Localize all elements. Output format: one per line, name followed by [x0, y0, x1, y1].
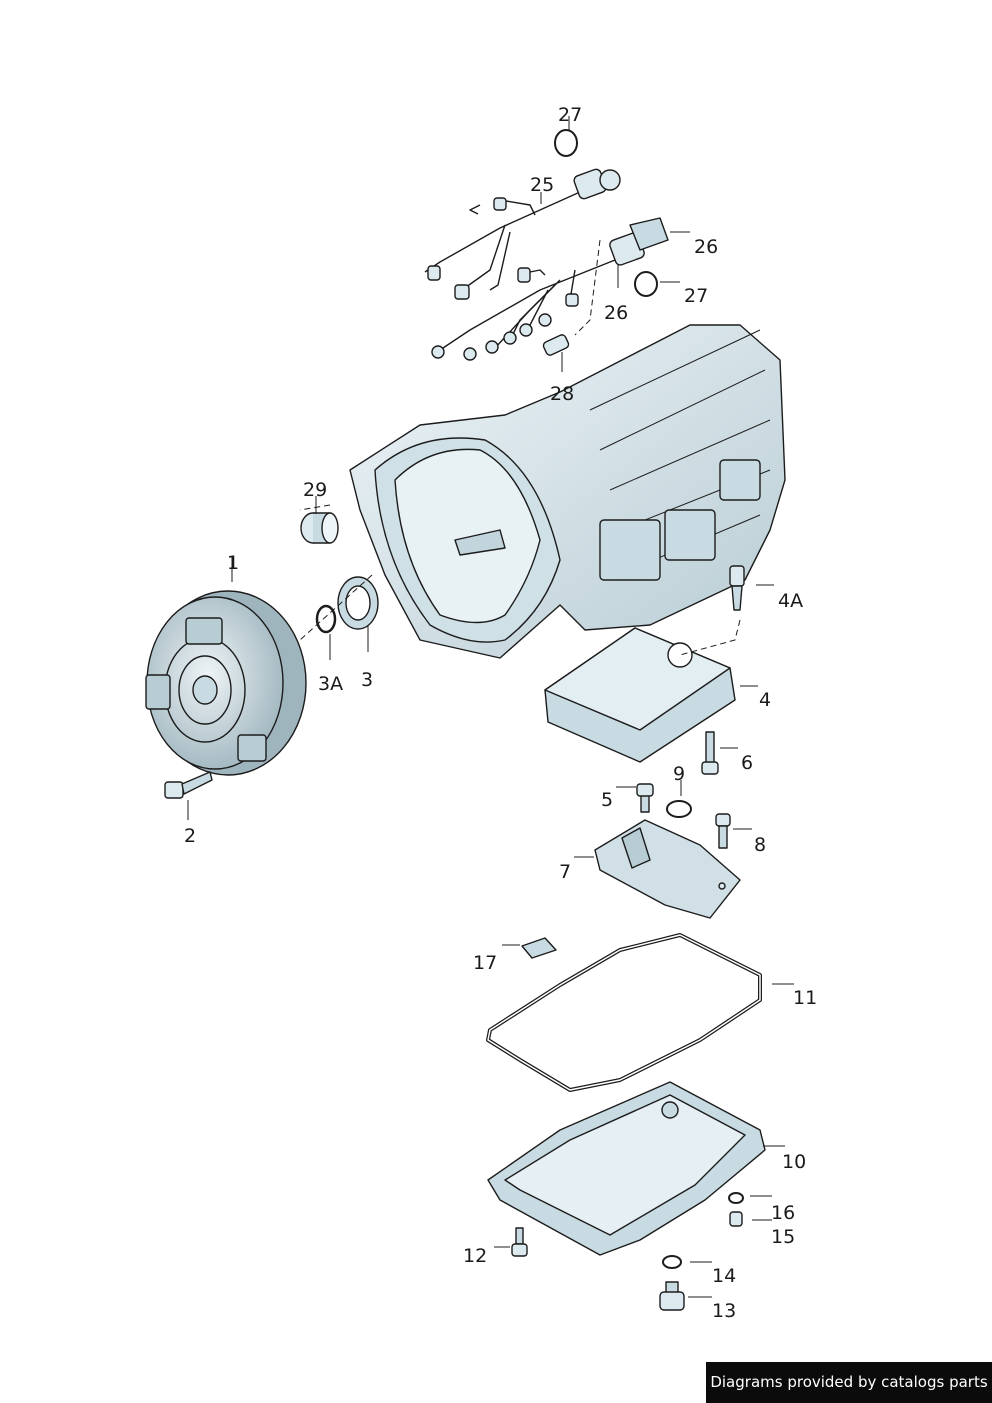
callout-1: 1	[227, 552, 239, 574]
filter-7	[594, 819, 741, 919]
needle-bearing-29	[300, 512, 339, 544]
seal-3A	[315, 604, 337, 634]
bolt-8	[715, 813, 731, 849]
transmission-case	[349, 324, 786, 659]
callout-27b: 27	[684, 285, 708, 307]
callout-25: 25	[530, 174, 554, 196]
callout-4A: 4A	[778, 590, 803, 612]
oil-pan-10	[487, 1081, 766, 1256]
bolt-5	[636, 783, 654, 813]
o-ring-27-right	[634, 271, 658, 297]
magnet-17	[521, 937, 557, 959]
torque-converter	[145, 590, 307, 776]
o-ring-27-top	[554, 129, 578, 157]
leader-lines	[187, 116, 794, 1298]
callout-17: 17	[473, 952, 497, 974]
bolt-2	[164, 771, 213, 799]
callout-3A: 3A	[318, 673, 343, 695]
callout-13: 13	[712, 1300, 736, 1322]
bolt-6	[701, 731, 719, 775]
bolt-12	[511, 1227, 528, 1257]
callout-4: 4	[759, 689, 771, 711]
callout-labels: 27 25 26 27 26 28 29 1 4A 3A 3 4 6 9 5 8…	[184, 104, 817, 1322]
callout-16: 16	[771, 1202, 795, 1224]
callout-14: 14	[712, 1265, 736, 1287]
callout-5: 5	[601, 789, 613, 811]
washer-16	[728, 1192, 744, 1204]
plug-15	[729, 1211, 743, 1227]
o-ring-9	[666, 800, 692, 818]
drain-plug-13	[659, 1281, 685, 1311]
callout-3: 3	[361, 669, 373, 691]
callout-11: 11	[793, 987, 817, 1009]
callout-8: 8	[754, 834, 766, 856]
callout-2: 2	[184, 825, 196, 847]
gasket-11	[486, 933, 762, 1092]
callout-10: 10	[782, 1151, 806, 1173]
callout-7: 7	[559, 861, 571, 883]
callout-26a: 26	[694, 236, 718, 258]
oil-seal-3	[337, 576, 379, 630]
harness-connectors	[427, 168, 669, 361]
callout-29: 29	[303, 479, 327, 501]
callout-15: 15	[771, 1226, 795, 1248]
sensor-4A	[729, 565, 745, 611]
callout-26b: 26	[604, 302, 628, 324]
callout-9: 9	[673, 763, 685, 785]
credit-banner: Diagrams provided by catalogs parts	[706, 1362, 992, 1403]
seal-14	[662, 1255, 682, 1269]
callout-28: 28	[550, 383, 574, 405]
callout-27a: 27	[558, 104, 582, 126]
callout-12: 12	[463, 1245, 487, 1267]
callout-6: 6	[741, 752, 753, 774]
